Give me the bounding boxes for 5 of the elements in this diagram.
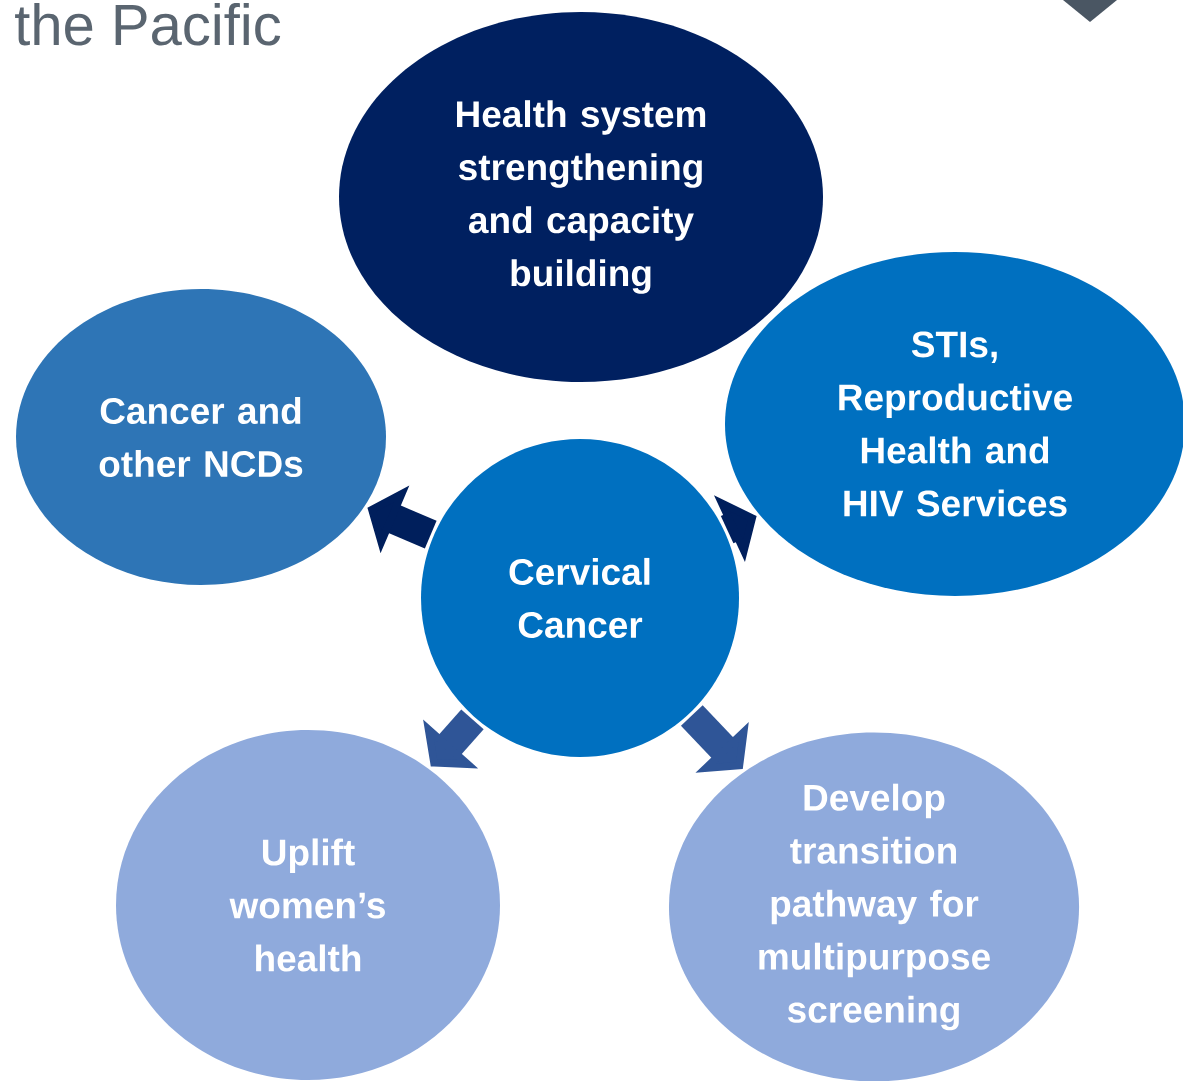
ellipse-node: Health system strengthening and capacity building xyxy=(339,12,823,382)
title-text: the Pacific xyxy=(15,2,281,46)
circle-node: Cervical Cancer xyxy=(421,439,739,757)
ellipse-node: Uplift women’s health xyxy=(116,730,500,1080)
ellipse-node: Cancer and other NCDs xyxy=(16,289,386,585)
